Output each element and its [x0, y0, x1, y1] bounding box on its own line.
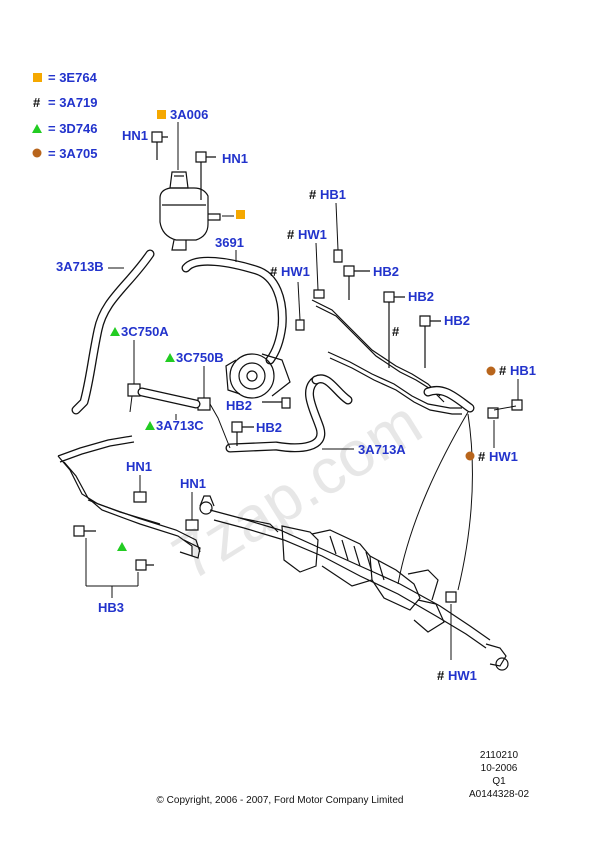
steering-rack	[199, 495, 509, 671]
label-hn1-top-right: HN1	[222, 151, 248, 166]
label-hb2-a: HB2	[373, 264, 399, 279]
label-3691: 3691	[215, 235, 244, 250]
legend-circle-icon	[32, 148, 42, 158]
svg-text:#: #	[499, 363, 507, 378]
label-3a713b: 3A713B	[56, 259, 104, 274]
legend-square-icon	[33, 73, 42, 82]
label-hb3: HB3	[98, 600, 124, 615]
reservoir-square-marker	[236, 210, 245, 219]
label-3a713c: 3A713C	[156, 418, 204, 433]
label-hb2-c: HB2	[444, 313, 470, 328]
label-hn1-left-a: HN1	[126, 459, 152, 474]
label-hn1-left-b: HN1	[180, 476, 206, 491]
label-3c750a: 3C750A	[121, 324, 169, 339]
legend-triangle-icon	[32, 124, 42, 133]
reference-line2: 10-2006	[481, 763, 518, 774]
svg-text:#: #	[437, 668, 445, 683]
legend-hash-icon: #	[33, 95, 41, 110]
svg-text:#: #	[392, 324, 400, 339]
svg-text:#: #	[287, 227, 295, 242]
label-3a006: 3A006	[170, 107, 208, 122]
hb1-right-circle-marker	[486, 366, 496, 376]
svg-text:#: #	[478, 449, 486, 464]
legend-item-circle: = 3A705	[48, 146, 98, 161]
label-hw1-right: HW1	[489, 449, 518, 464]
svg-text:#: #	[309, 187, 317, 202]
label-hb2-d: HB2	[226, 398, 252, 413]
hb3-triangle-marker	[117, 542, 127, 551]
label-3c750b: 3C750B	[176, 350, 224, 365]
legend-item-hash: = 3A719	[48, 95, 98, 110]
cooler-pipe	[57, 435, 201, 559]
label-hb2-e: HB2	[256, 420, 282, 435]
label-hb1-top: HB1	[320, 187, 346, 202]
c750b-triangle-marker	[165, 353, 175, 362]
a006-square-marker	[157, 110, 166, 119]
c750a-triangle-marker	[110, 327, 120, 336]
label-hb2-b: HB2	[408, 289, 434, 304]
label-hw1-bottom: HW1	[448, 668, 477, 683]
label-hb1-right: HB1	[510, 363, 536, 378]
reference-line4: A0144328-02	[469, 789, 529, 800]
hw1-right-circle-marker	[465, 451, 475, 461]
svg-text:#: #	[270, 264, 278, 279]
legend-item-triangle: = 3D746	[48, 121, 98, 136]
label-hn1-top-left: HN1	[122, 128, 148, 143]
copyright-notice: © Copyright, 2006 - 2007, Ford Motor Com…	[157, 795, 404, 806]
label-3a713a: 3A713A	[358, 442, 406, 457]
reference-line1: 2110210	[480, 750, 519, 761]
label-hw1-top: HW1	[298, 227, 327, 242]
label-hw1-mid: HW1	[281, 264, 310, 279]
legend: = 3E764 # = 3A719 = 3D746 = 3A705	[32, 70, 98, 161]
reservoir	[159, 171, 245, 251]
pump	[225, 353, 291, 399]
reference-line3: Q1	[492, 776, 506, 787]
a713c-triangle-marker	[145, 421, 155, 430]
legend-item-square: = 3E764	[48, 70, 98, 85]
